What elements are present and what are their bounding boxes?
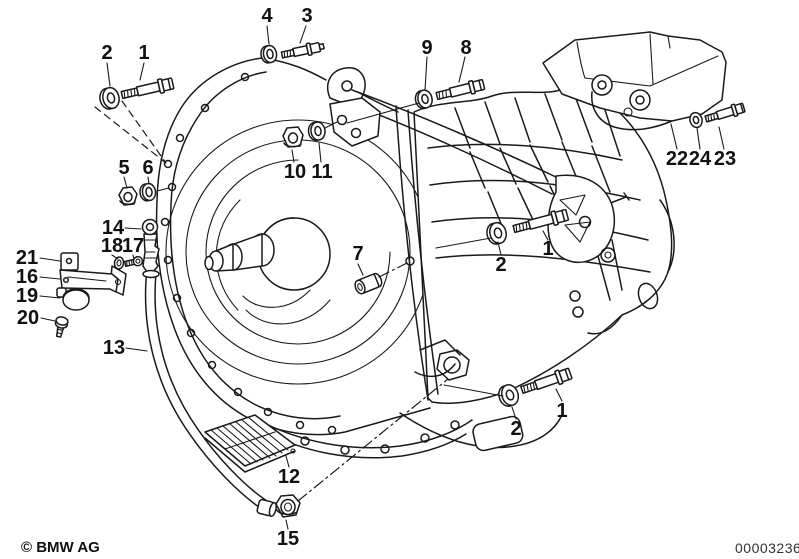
- washer-18-icon: [113, 256, 125, 270]
- callout-16: 16: [15, 266, 39, 288]
- screw-17-icon: [123, 255, 144, 268]
- heat-shield: [542, 31, 727, 122]
- callout-23: 23: [713, 148, 737, 170]
- screw-20-icon: [54, 316, 69, 338]
- callout-3: 3: [301, 5, 313, 27]
- oil-pan: [399, 339, 563, 452]
- washer-2-top-icon: [99, 86, 120, 110]
- vent-grille: [204, 414, 296, 473]
- washer-2-lower-icon: [498, 383, 520, 407]
- torque-converter: [165, 119, 431, 385]
- callout-20: 20: [16, 307, 40, 329]
- nut-10-icon: [282, 126, 304, 148]
- callout-5: 5: [118, 157, 130, 179]
- callout-12: 12: [277, 466, 301, 488]
- washer-11-icon: [307, 121, 326, 142]
- callout-18: 18: [100, 235, 124, 257]
- callout-22: 22: [665, 148, 689, 170]
- callout-4: 4: [261, 5, 273, 27]
- washer-6-icon: [139, 182, 157, 202]
- callout-14: 14: [101, 217, 125, 239]
- callout-13: 13: [102, 337, 126, 359]
- callout-17: 17: [121, 235, 145, 257]
- support-bracket: [329, 89, 623, 301]
- callout-10: 10: [283, 161, 307, 183]
- copyright-text: © BMW AG: [21, 539, 100, 556]
- callout-2-mid: 2: [495, 254, 507, 276]
- washer-9-icon: [414, 89, 433, 110]
- plate-21: [60, 252, 79, 271]
- nut-15-icon: [275, 494, 301, 518]
- callout-9: 9: [421, 37, 433, 59]
- bracket-assembly-left: [54, 252, 127, 338]
- callout-19: 19: [15, 285, 39, 307]
- leader-lines: [39, 25, 725, 530]
- bolt-8-icon: [435, 78, 486, 101]
- bolt-1-mid-icon: [512, 208, 570, 234]
- clamp-19: [56, 287, 90, 311]
- callout-1-top-left: 1: [138, 42, 150, 64]
- heat-shield-assembly: [542, 31, 746, 131]
- bolt-1-lower-icon: [520, 367, 573, 395]
- tube-end-fitting: [256, 498, 277, 518]
- filler-tube: [144, 270, 277, 518]
- callout-24: 24: [688, 148, 712, 170]
- callout-2-top-left: 2: [101, 42, 113, 64]
- bracket-16: [59, 265, 127, 296]
- bolt-1-top-icon: [120, 77, 175, 100]
- callout-15: 15: [276, 528, 300, 550]
- washer-24-icon: [689, 111, 703, 129]
- callout-1-mid: 1: [542, 238, 554, 260]
- washer-4-icon: [260, 44, 278, 64]
- bolt-3-icon: [280, 42, 325, 59]
- bell-housing: [155, 57, 431, 436]
- bolt-23-icon: [704, 102, 746, 123]
- sleeve-7-icon: [354, 272, 383, 295]
- dipstick-cable: [141, 218, 160, 279]
- transmission-body: [257, 88, 675, 459]
- washer-2-mid-icon: [486, 221, 507, 245]
- callout-8: 8: [460, 37, 472, 59]
- mount-bracket: [591, 74, 673, 131]
- nut-5-icon: [118, 186, 138, 206]
- callout-6: 6: [142, 157, 154, 179]
- callout-1-lower: 1: [556, 400, 568, 422]
- callout-2-lower: 2: [510, 418, 522, 440]
- callout-11: 11: [311, 161, 333, 183]
- diagram-number-text: 00003236: [735, 540, 799, 556]
- callout-21: 21: [15, 247, 39, 269]
- callout-7: 7: [352, 243, 364, 265]
